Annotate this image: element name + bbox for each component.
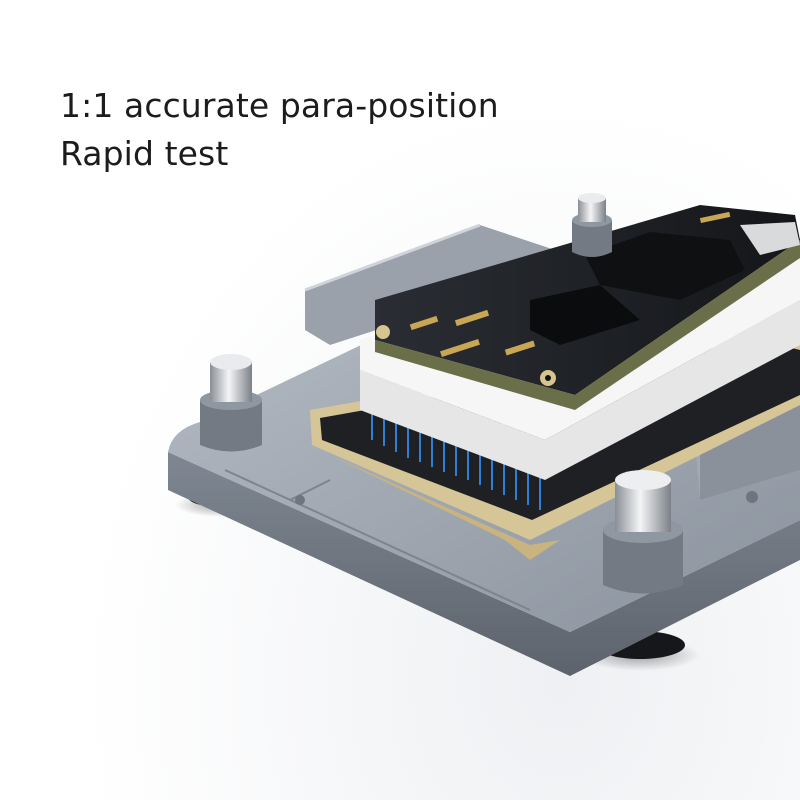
- pcb-mount-hole: [545, 375, 551, 381]
- rear-rail-edge: [304, 223, 481, 292]
- locating-pin: [572, 193, 612, 257]
- plate-screw: [295, 495, 305, 505]
- plate-groove: [224, 469, 531, 611]
- lower-board-edge: [330, 455, 560, 560]
- locating-pin: [200, 354, 262, 452]
- base-plate-side: [168, 452, 800, 676]
- pcb-mount-hole: [376, 325, 390, 339]
- connectors: [409, 211, 731, 358]
- headline: 1:1 accurate para-position Rapid test: [60, 82, 499, 178]
- foam-layer-side: [360, 300, 800, 480]
- headline-line-2: Rapid test: [60, 134, 229, 173]
- locating-pin: [603, 470, 683, 594]
- shield-can: [585, 232, 745, 300]
- chip: [740, 222, 800, 255]
- headline-line-1: 1:1 accurate para-position: [60, 86, 499, 125]
- shield-can: [530, 285, 640, 345]
- plate-screw: [746, 491, 758, 503]
